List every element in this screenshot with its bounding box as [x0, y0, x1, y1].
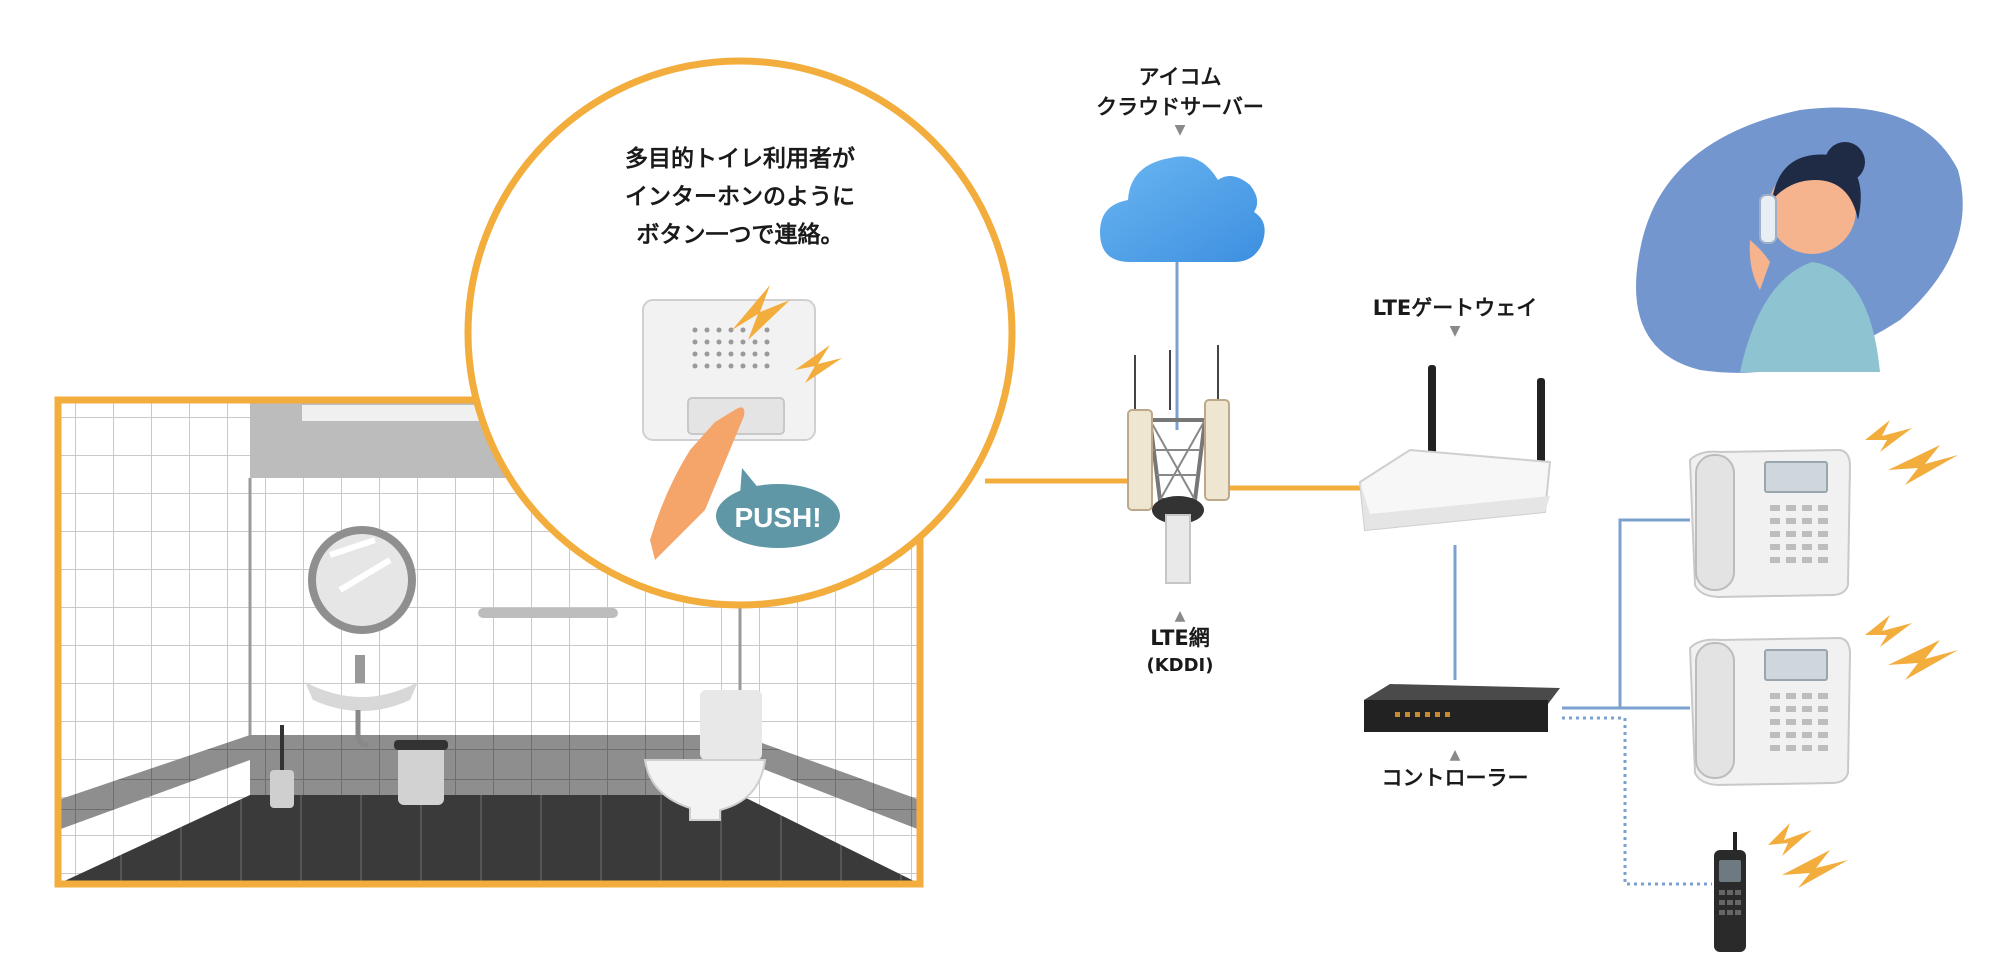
signal-bolt-icon [1888, 445, 1958, 485]
controller-to-radio-line [1562, 716, 1712, 886]
toilet [643, 690, 767, 821]
lte-network-label-line-1: LTE網 [1150, 626, 1210, 650]
restroom-illustration [58, 400, 920, 884]
bubble-text-line-3: ボタン一つで連絡。 [636, 222, 844, 248]
pointing-hand-icon [650, 407, 745, 560]
controller-to-phones-line [1562, 518, 1690, 710]
signal-bolt-icon [732, 285, 790, 340]
bubble-text-line-2: インターホンのように [625, 184, 855, 210]
up-arrow-icon: ▲ [1449, 747, 1461, 763]
controller-device [1364, 684, 1560, 732]
lte-network-label: ▲ LTE網 (KDDI) [1100, 608, 1260, 680]
signal-bolt-icon [1888, 640, 1958, 680]
lte-network-label-line-2: (KDDI) [1146, 655, 1214, 676]
gateway-label: LTEゲートウェイ ▼ [1320, 293, 1590, 339]
sink [305, 655, 418, 748]
signal-bolt-icon [1768, 823, 1812, 856]
cloud-label-line-2: クラウドサーバー [1096, 95, 1264, 119]
toilet-brush [270, 725, 294, 808]
push-speech-bubble: PUSH! [716, 468, 840, 548]
cloud-server-icon [1100, 156, 1265, 262]
desk-phone-2 [1688, 636, 1852, 787]
lte-antenna-tower [1127, 345, 1230, 584]
down-arrow-icon: ▼ [1449, 323, 1461, 339]
bubble-text: 多目的トイレ利用者が インターホンのように ボタン一つで連絡。 [560, 140, 920, 254]
signal-bolt-icon [795, 345, 842, 383]
grab-bar [478, 608, 618, 618]
gateway-label-text: LTEゲートウェイ [1372, 296, 1538, 320]
call-button-device [642, 299, 816, 441]
signal-bolt-icon [1782, 850, 1848, 888]
controller-label: ▲ コントローラー [1330, 747, 1580, 793]
handheld-radio [1714, 832, 1746, 952]
trash-bin [394, 740, 448, 805]
controller-label-text: コントローラー [1381, 766, 1529, 790]
operator-illustration [1636, 107, 1963, 373]
cloud-label-line-1: アイコム [1138, 65, 1222, 89]
connection-lines [985, 262, 1712, 886]
bubble-text-line-1: 多目的トイレ利用者が [625, 146, 855, 172]
mirror [308, 526, 416, 634]
zoom-bubble: PUSH! [464, 57, 1016, 609]
signal-bolt-icon [1865, 615, 1912, 647]
push-label: PUSH! [734, 502, 821, 533]
desk-phone-1 [1688, 448, 1852, 599]
ringing-bolts [1768, 420, 1958, 888]
cloud-label: アイコム クラウドサーバー ▼ [1050, 62, 1310, 138]
down-arrow-icon: ▼ [1174, 122, 1186, 138]
signal-bolt-icon [1865, 420, 1912, 452]
lte-gateway-router [1358, 365, 1552, 532]
up-arrow-icon: ▲ [1174, 608, 1186, 624]
